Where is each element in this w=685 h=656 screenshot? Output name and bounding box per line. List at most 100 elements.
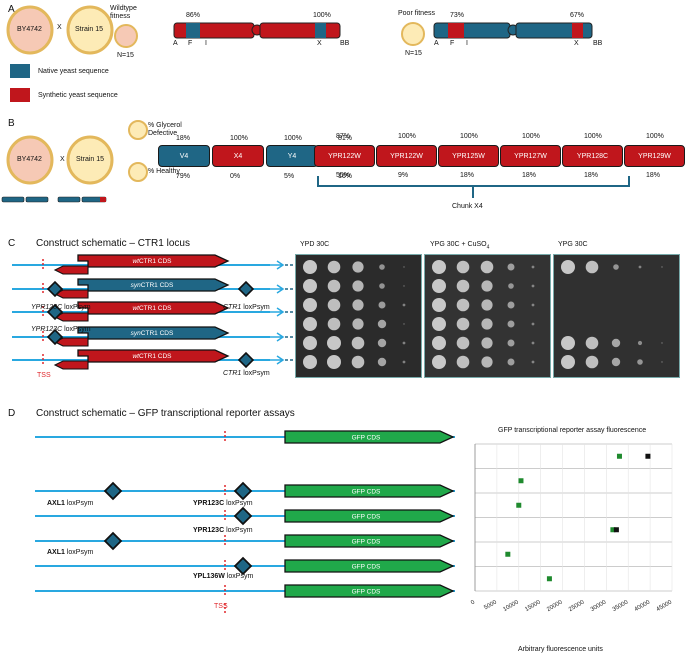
glycerol-label: % Glycerol Defective xyxy=(148,122,182,137)
colony-spot xyxy=(303,336,317,350)
loxpsym-diamond xyxy=(46,303,64,321)
colony-spot xyxy=(507,301,515,309)
colony-spot xyxy=(637,359,643,365)
loxpsym-diamond xyxy=(46,328,64,346)
colony-spot xyxy=(456,298,470,312)
cds-label: wtCTR1 CDS xyxy=(132,353,172,360)
d-label-3: YPR123C loxPsym xyxy=(193,527,253,534)
data-point xyxy=(516,502,522,508)
legend-synthetic-swatch xyxy=(10,88,30,102)
loxpsym-left-suffix-1: loxPsym xyxy=(62,304,91,311)
poor-n: N=15 xyxy=(405,50,422,57)
by4742-cell-a xyxy=(6,5,54,55)
gfp-cds-label: GFP CDS xyxy=(352,564,381,571)
colony-spot xyxy=(327,260,341,274)
colony-spot xyxy=(661,361,663,363)
loxpsym-left-label-2: YPR123C loxPsym xyxy=(31,326,91,333)
chrom-right-marker: BB xyxy=(593,40,603,47)
colony-spot xyxy=(661,266,663,268)
colony-spot xyxy=(638,265,642,269)
cds-name: CTR1 CDS xyxy=(139,305,172,312)
legend-native-label: Native yeast sequence xyxy=(38,68,109,75)
upstream-arrow xyxy=(53,312,89,322)
big-cell-bottom: 55% xyxy=(336,172,351,179)
poor-label: Poor fitness xyxy=(398,10,435,17)
colony-spot xyxy=(352,280,364,292)
loxpsym-diamond xyxy=(233,556,253,576)
colony-spot xyxy=(432,298,446,312)
colony-spot xyxy=(303,279,317,293)
glycerol-cell xyxy=(128,120,148,140)
colony-spot xyxy=(327,317,341,331)
small-chrom xyxy=(25,196,49,203)
colony-spot xyxy=(585,336,599,350)
loxpsym-diamond xyxy=(103,531,123,551)
plate-ypg xyxy=(553,254,680,378)
data-point xyxy=(645,453,651,459)
loxpsym-right-suffix-1: loxPsym xyxy=(241,304,270,311)
small-cell-bottom: 79% xyxy=(176,173,191,180)
colony-spot xyxy=(611,338,621,348)
big-cell: YPR127W xyxy=(500,145,561,167)
colony-spot xyxy=(637,340,643,346)
gfp-cds-label: GFP CDS xyxy=(352,489,381,496)
chrom-left-marker: BB xyxy=(340,40,350,47)
x-tick-label: 25000 xyxy=(568,599,586,613)
colony-spot xyxy=(403,266,405,268)
wildtype-label: Wildtype fitness xyxy=(110,5,137,20)
small-cell-top: 100% xyxy=(284,135,302,142)
x-tick-label: 20000 xyxy=(546,599,564,613)
colony-spot xyxy=(327,336,341,350)
big-cell-bottom: 18% xyxy=(460,172,475,179)
colony-spot xyxy=(611,357,621,367)
cds-arrow xyxy=(77,301,230,315)
colony-spot xyxy=(507,339,515,347)
colony-spot xyxy=(378,301,386,309)
x-tick-label: 10000 xyxy=(502,599,520,613)
chrom-left-pct-a: 86% xyxy=(186,12,201,19)
chromosome-left xyxy=(173,22,341,39)
gfp-cds-label: GFP CDS xyxy=(352,589,381,596)
colony-spot xyxy=(379,283,385,289)
wildtype-cell xyxy=(114,24,138,48)
colony-spot xyxy=(531,284,535,288)
panel-d-title: Construct schematic – GFP transcriptiona… xyxy=(36,408,295,419)
chrom-left-pct-b: 100% xyxy=(313,12,331,19)
big-cell-bottom: 18% xyxy=(522,172,537,179)
big-cell-top: 100% xyxy=(646,133,664,140)
strain15-label-a: Strain 15 xyxy=(75,26,104,33)
panel-c-letter: C xyxy=(8,238,16,249)
panel-b-graphics xyxy=(1,120,630,203)
d-label-5-gene: YPL136W xyxy=(193,573,225,580)
colony-spot xyxy=(561,355,575,369)
construct-arrow xyxy=(270,260,285,270)
panel-a-graphics xyxy=(6,5,593,102)
cross-b: X xyxy=(60,156,65,163)
chrom-right-marker: I xyxy=(466,40,468,47)
colony-spot xyxy=(352,261,364,273)
chrom-left-marker: A xyxy=(173,40,178,47)
colony-spot xyxy=(432,317,446,331)
plate1-title: YPD 30C xyxy=(300,241,330,248)
upstream-arrow xyxy=(53,289,89,299)
healthy-label: % Healthy xyxy=(148,168,180,175)
colony-spot xyxy=(456,336,470,350)
gfp-cds-arrow xyxy=(284,534,455,548)
colony-spot xyxy=(351,336,365,350)
d-label-2-gene: AXL1 xyxy=(47,500,65,507)
cds-label: wtCTR1 CDS xyxy=(132,305,172,312)
gfp-cds-arrow xyxy=(284,509,455,523)
small-cell-bottom: 5% xyxy=(284,173,295,180)
cds-arrow xyxy=(77,254,230,268)
colony-spot xyxy=(327,279,341,293)
panel-a-letter: A xyxy=(8,4,15,15)
colony-spot xyxy=(481,337,493,349)
cds-label: synCTR1 CDS xyxy=(131,282,174,289)
colony-spot xyxy=(507,263,515,271)
upstream-arrow xyxy=(53,337,89,347)
big-cell-bottom: 18% xyxy=(584,172,599,179)
colony-spot xyxy=(531,303,535,307)
loxpsym-right-gene-1: CTR1 xyxy=(223,304,242,311)
